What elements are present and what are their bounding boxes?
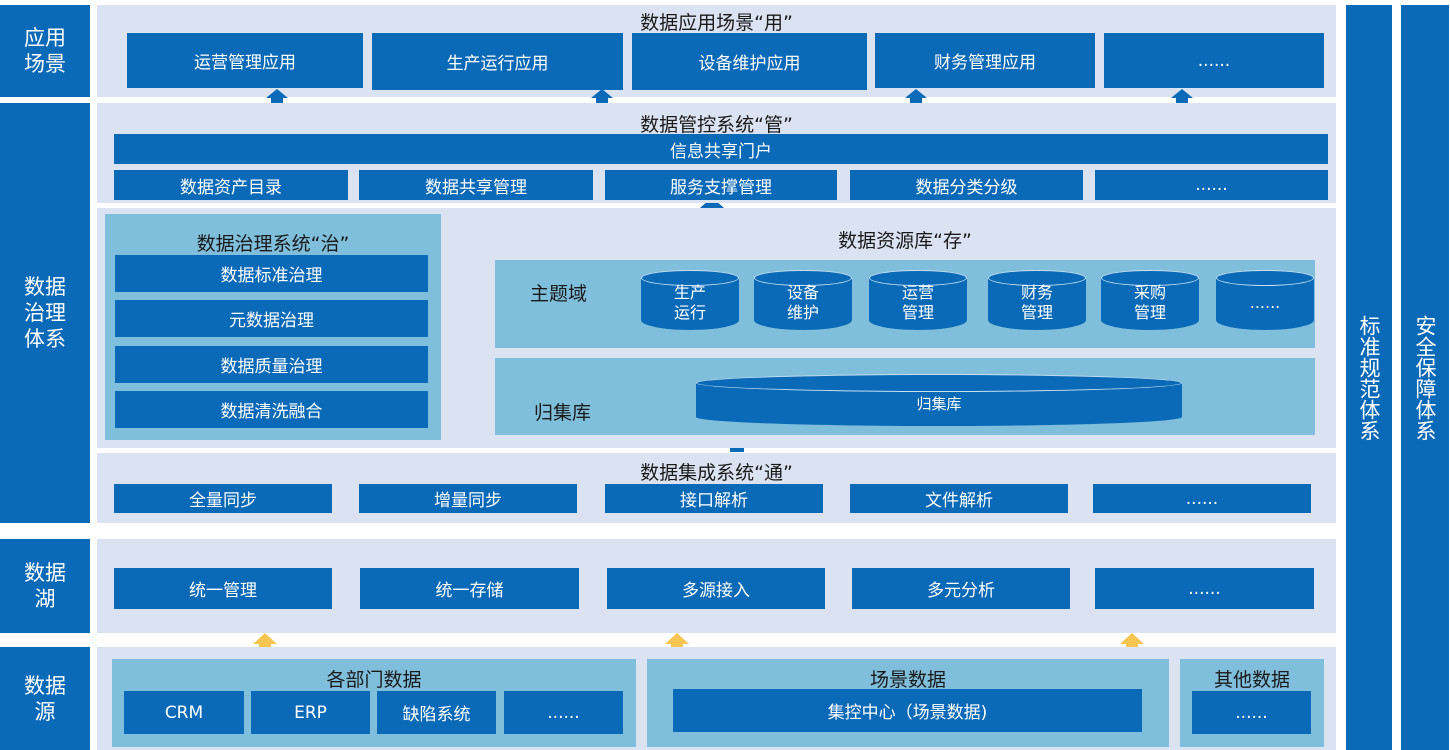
source-control-center: 集控中心（场景数据) (673, 689, 1142, 732)
cylinder-more: ...... (1216, 270, 1314, 330)
source-erp: ERP (251, 691, 370, 734)
resource-library-title: 数据资源库“存” (838, 230, 972, 252)
up-arrow-icon (665, 633, 689, 649)
app-equipment-maintenance: 设备维护应用 (632, 33, 867, 90)
up-arrow-icon (266, 89, 288, 106)
collection-library-label: 归集库 (534, 402, 592, 424)
department-data-title: 各部门数据 (326, 669, 422, 691)
control-more: ...... (1095, 170, 1328, 200)
up-arrow-icon (1120, 633, 1144, 649)
governance-quality: 数据质量治理 (115, 346, 428, 383)
app-more: ...... (1104, 33, 1324, 88)
cylinder-equipment: 设备维护 (754, 270, 852, 330)
source-other-more: ...... (1192, 691, 1311, 734)
up-arrow-icon (591, 89, 613, 106)
up-arrow-icon (253, 633, 277, 649)
app-finance-management: 财务管理应用 (875, 33, 1095, 88)
cylinder-collection: 归集库 (696, 374, 1182, 426)
lake-unified-management: 统一管理 (114, 568, 332, 609)
application-layer-title: 数据应用场景“用” (640, 12, 793, 34)
label-data-source: 数据源 (0, 647, 90, 750)
integration-layer-title: 数据集成系统“通” (640, 462, 793, 484)
lake-more: ...... (1095, 568, 1314, 609)
source-defect-system: 缺陷系统 (377, 691, 496, 734)
integration-full-sync: 全量同步 (114, 484, 332, 513)
subject-domain-label: 主题域 (530, 283, 588, 305)
cylinder-operation: 运营管理 (869, 270, 967, 330)
label-data-governance: 数据治理体系 (0, 103, 90, 523)
control-classification: 数据分类分级 (850, 170, 1083, 200)
source-department-more: ...... (504, 691, 623, 734)
cylinder-procurement: 采购管理 (1101, 270, 1199, 330)
up-arrow-icon (905, 89, 927, 106)
integration-file-parse: 文件解析 (850, 484, 1068, 513)
integration-incremental-sync: 增量同步 (359, 484, 577, 513)
label-data-lake: 数据湖 (0, 539, 90, 633)
cylinder-production: 生产运行 (641, 270, 739, 330)
app-production-operation: 生产运行应用 (372, 33, 623, 90)
lake-multi-source-access: 多源接入 (607, 568, 825, 609)
lake-unified-storage: 统一存储 (360, 568, 579, 609)
governance-metadata: 元数据治理 (115, 300, 428, 337)
label-application-scenario: 应用场景 (0, 5, 90, 97)
info-sharing-portal: 信息共享门户 (114, 134, 1328, 164)
cylinder-finance: 财务管理 (988, 270, 1086, 330)
governance-system-title: 数据治理系统“治” (196, 233, 350, 255)
control-layer-title: 数据管控系统“管” (640, 114, 793, 136)
control-sharing-management: 数据共享管理 (359, 170, 593, 200)
governance-cleansing: 数据清洗融合 (115, 391, 428, 428)
control-asset-catalog: 数据资产目录 (114, 170, 348, 200)
app-operation-management: 运营管理应用 (127, 33, 363, 88)
scenario-data-title: 场景数据 (869, 669, 946, 691)
rail-standards: 标准规范体系 (1346, 5, 1392, 750)
control-service-support: 服务支撑管理 (605, 170, 837, 200)
integration-more: ...... (1093, 484, 1311, 513)
rail-security: 安全保障体系 (1401, 5, 1449, 750)
integration-interface-parse: 接口解析 (605, 484, 823, 513)
source-crm: CRM (124, 691, 244, 734)
lake-multi-analysis: 多元分析 (852, 568, 1070, 609)
other-data-title: 其他数据 (1213, 669, 1290, 691)
governance-standard: 数据标准治理 (115, 255, 428, 292)
up-arrow-icon (1171, 89, 1193, 106)
